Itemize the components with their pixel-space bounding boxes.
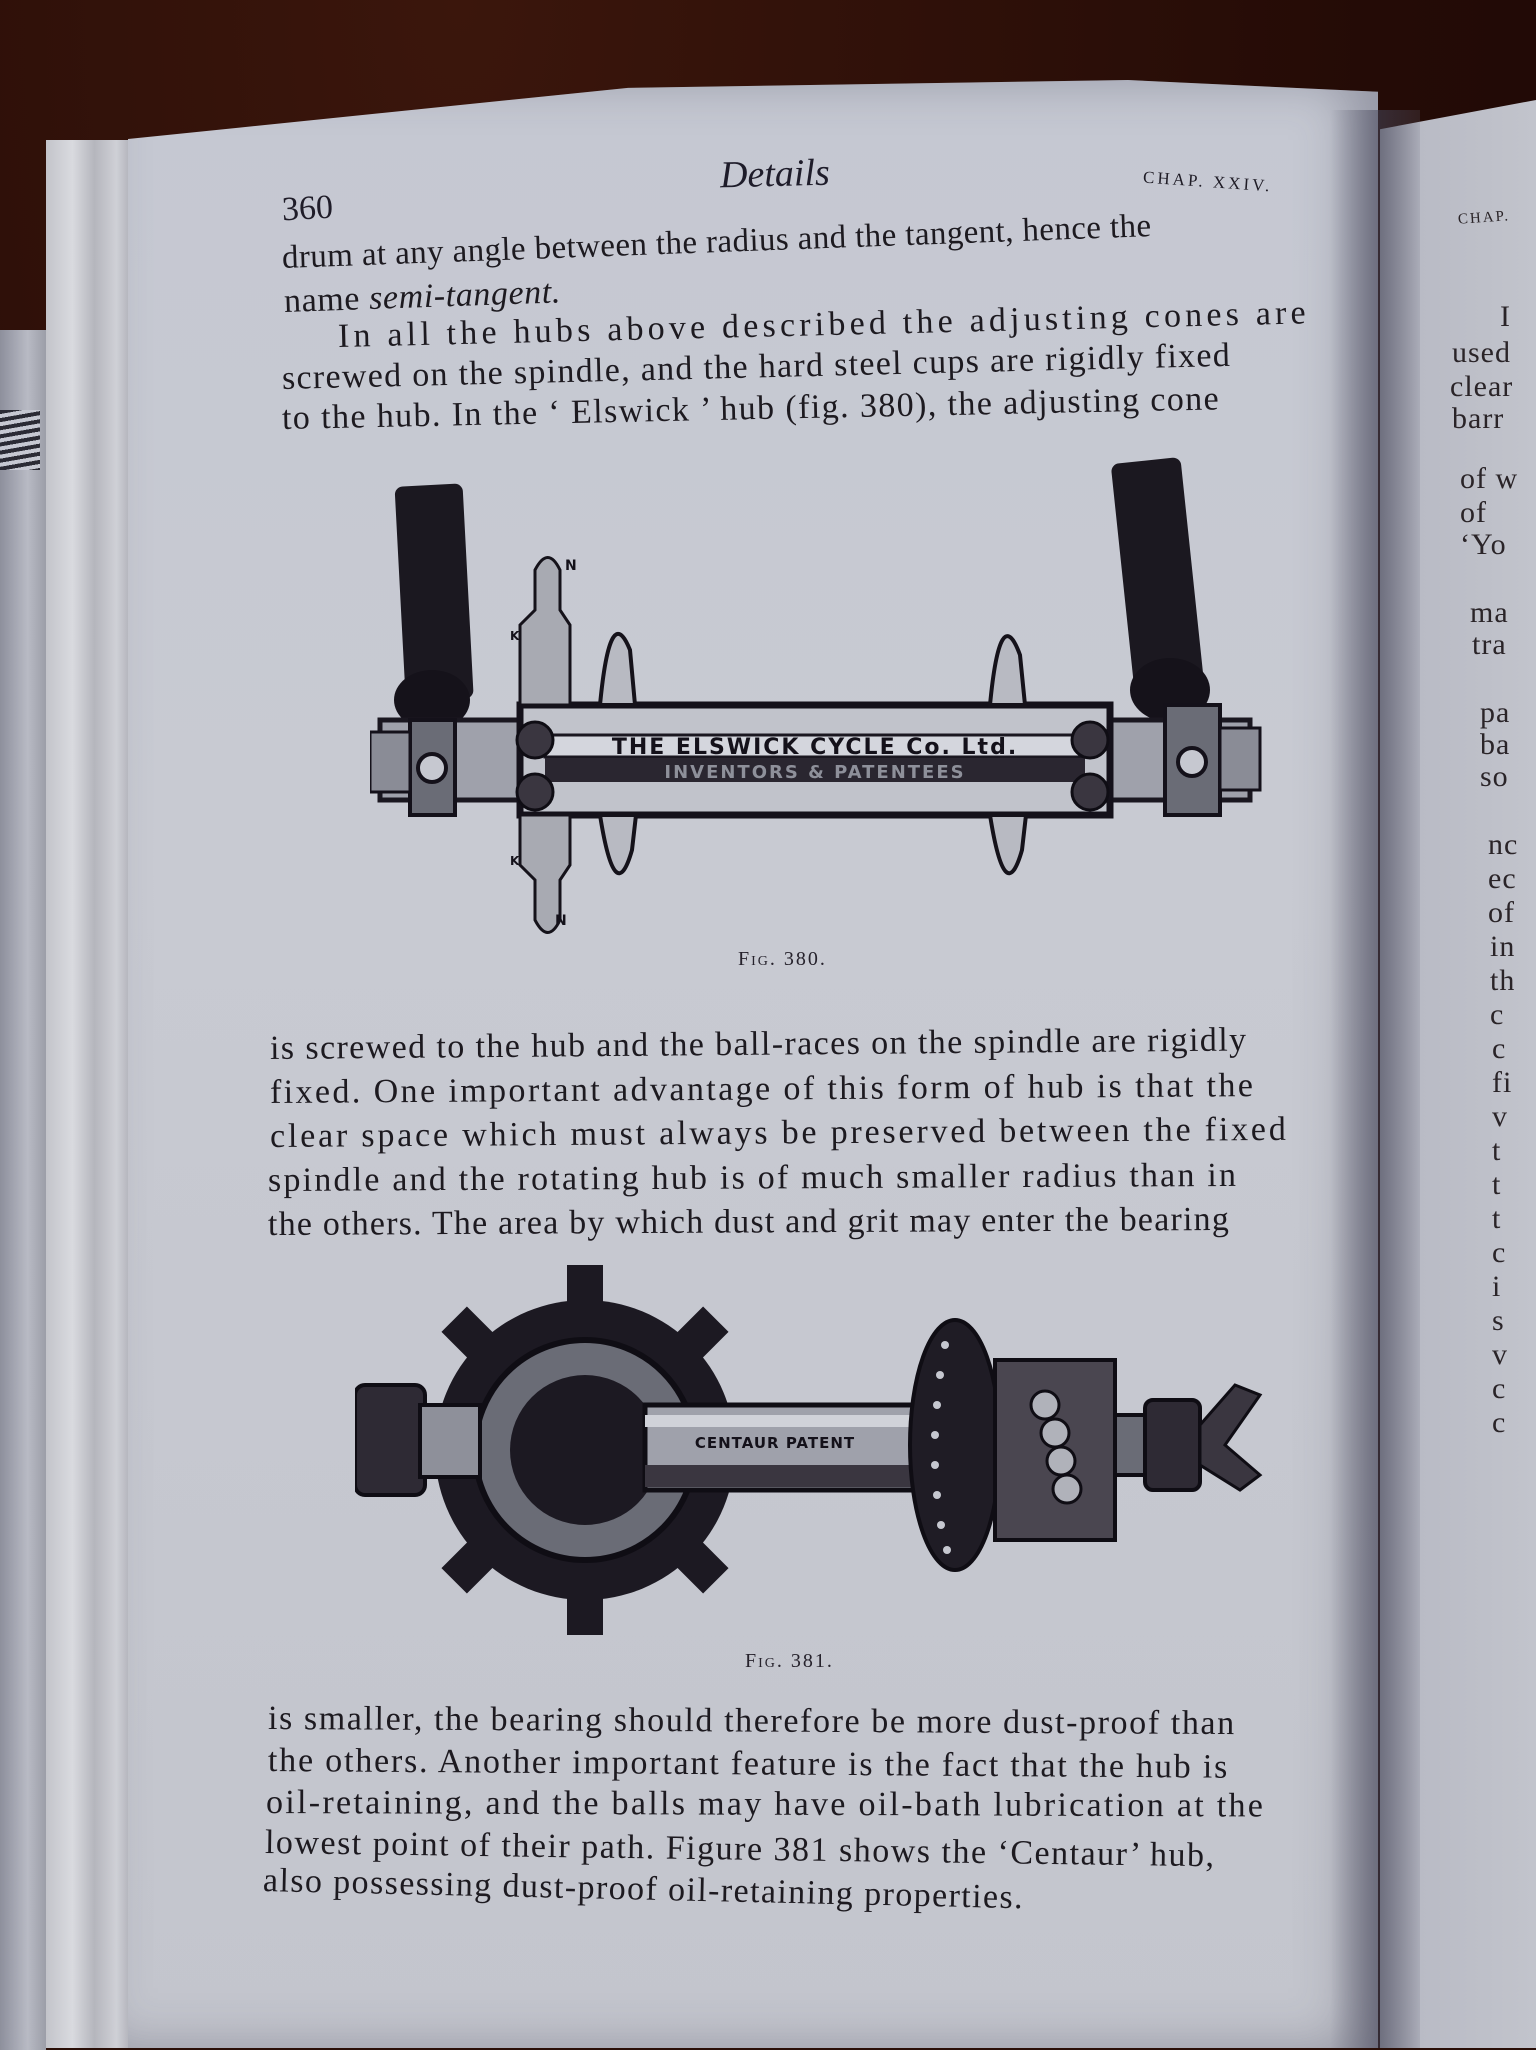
facing-fragment: v: [1492, 1100, 1508, 1133]
label-n-top: N: [565, 558, 577, 574]
text-line: oil-retaining, and the balls may have oi…: [265, 1784, 1266, 1825]
facing-fragment: tra: [1472, 628, 1507, 661]
facing-fragment: so: [1480, 760, 1509, 793]
facing-fragment: t: [1492, 1168, 1502, 1201]
facing-fragment: c: [1492, 1236, 1507, 1269]
text-line: clear space which must always be preserv…: [269, 1110, 1289, 1155]
facing-fragment: t: [1492, 1202, 1502, 1235]
label-k-top: K: [510, 629, 520, 643]
book-gutter-shadow: [1330, 110, 1420, 2048]
facing-fragment: c: [1492, 1032, 1507, 1065]
italic-term: semi-tangent.: [368, 273, 562, 318]
elswick-inscription-2: INVENTORS & PATENTEES: [664, 762, 965, 783]
facing-fragment: c: [1492, 1372, 1507, 1405]
facing-chapter-ref: CHAP.: [1457, 208, 1511, 228]
facing-fragment: fi: [1492, 1066, 1513, 1099]
facing-fragment: c: [1490, 998, 1505, 1031]
facing-fragment: ec: [1488, 862, 1517, 895]
label-n-bottom: N: [555, 913, 567, 929]
text-line: the others. Another important feature is…: [267, 1742, 1230, 1786]
book-page-left: [128, 80, 1378, 2048]
facing-fragment: clear: [1450, 370, 1514, 403]
facing-fragment: ba: [1480, 728, 1511, 761]
facing-fragment: used: [1452, 336, 1511, 369]
facing-fragment: ‘Yo: [1460, 528, 1507, 561]
text-line: the others. The area by which dust and g…: [267, 1200, 1231, 1243]
centaur-inscription: CENTAUR PATENT: [695, 1434, 855, 1452]
facing-fragment: of w: [1460, 462, 1519, 495]
figure-381-caption: Fig. 381.: [745, 1650, 834, 1672]
elswick-hub-illustration: THE ELSWICK CYCLE Co. Ltd. INVENTORS & P…: [370, 457, 1262, 934]
facing-fragment: pa: [1480, 696, 1511, 729]
facing-fragment: barr: [1452, 402, 1505, 435]
centaur-hub-illustration: CENTAUR PATENT: [355, 1265, 1263, 1635]
facing-fragment: of: [1488, 896, 1515, 929]
facing-fragment: of: [1460, 496, 1487, 529]
text-span: name: [283, 280, 370, 320]
figure-381-centaur-hub: CENTAUR PATENT: [355, 1265, 1265, 1635]
text-line: is smaller, the bearing should therefore…: [267, 1700, 1236, 1743]
facing-fragment: s: [1492, 1304, 1505, 1337]
figure-380-elswick-hub: THE ELSWICK CYCLE Co. Ltd. INVENTORS & P…: [370, 450, 1270, 950]
facing-fragment: i: [1492, 1270, 1502, 1303]
elswick-inscription: THE ELSWICK CYCLE Co. Ltd.: [612, 735, 1018, 760]
facing-fragment: c: [1492, 1406, 1507, 1439]
text-line: fixed. One important advantage of this f…: [269, 1067, 1256, 1111]
text-line: spindle and the rotating hub is of much …: [267, 1156, 1239, 1199]
running-head: Details: [719, 151, 831, 197]
facing-fragment: nc: [1488, 828, 1519, 861]
facing-fragment: t: [1492, 1134, 1502, 1167]
label-k-bottom: K: [510, 854, 520, 868]
facing-fragment: v: [1492, 1338, 1508, 1371]
facing-fragment: th: [1490, 964, 1516, 997]
page-edges: [46, 140, 134, 2048]
facing-fragment: ma: [1470, 596, 1509, 629]
facing-fragment: in: [1490, 930, 1516, 963]
figure-380-caption: Fig. 380.: [738, 948, 827, 970]
facing-fragment: I: [1500, 300, 1511, 333]
notebook-rings: [0, 410, 40, 470]
page-number: 360: [281, 188, 334, 229]
notebook-edge: [0, 330, 46, 2050]
